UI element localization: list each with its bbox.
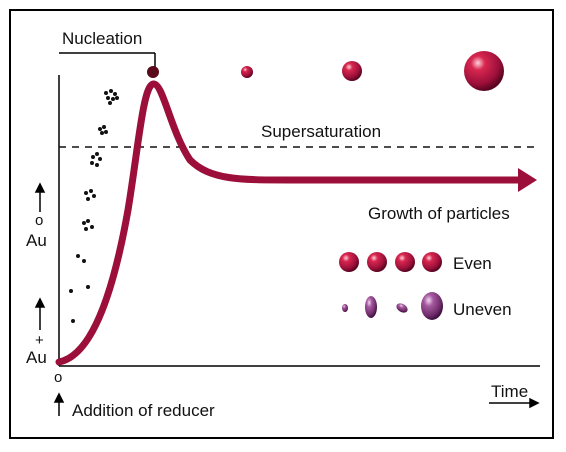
nucleation-label: Nucleation xyxy=(62,29,143,48)
up-arrow-icon xyxy=(34,297,46,330)
au-plus-label: Au xyxy=(26,348,47,367)
growing-particle-small xyxy=(241,66,253,78)
reducer-label: Addition of reducer xyxy=(72,401,215,420)
au-zero-label: Au xyxy=(26,231,47,250)
uneven-label: Uneven xyxy=(453,300,512,319)
curve-arrowhead xyxy=(518,168,537,192)
reducer-symbol: o xyxy=(54,369,63,386)
uneven-particle xyxy=(365,296,377,318)
even-particle xyxy=(339,252,359,272)
concentration-curve xyxy=(55,80,524,366)
time-arrow-icon xyxy=(489,397,540,409)
even-label: Even xyxy=(453,254,492,273)
even-particle xyxy=(367,252,387,272)
growth-label: Growth of particles xyxy=(368,204,510,223)
even-particle xyxy=(395,252,415,272)
up-arrow-icon xyxy=(53,392,65,416)
growing-particle-large xyxy=(464,51,504,91)
growing-particle-medium xyxy=(342,61,362,81)
diagram-frame xyxy=(9,9,554,439)
au-zero-symbol: o xyxy=(35,212,44,229)
up-arrow-icon xyxy=(34,182,46,212)
atom-dots xyxy=(69,89,119,323)
nucleus-particle xyxy=(147,66,159,78)
time-label: Time xyxy=(491,382,529,401)
uneven-particle xyxy=(421,292,443,320)
au-plus-symbol: + xyxy=(35,332,44,349)
even-particle xyxy=(422,252,442,272)
uneven-particle xyxy=(342,304,348,312)
supersaturation-label: Supersaturation xyxy=(261,122,382,141)
uneven-particle xyxy=(396,303,408,313)
